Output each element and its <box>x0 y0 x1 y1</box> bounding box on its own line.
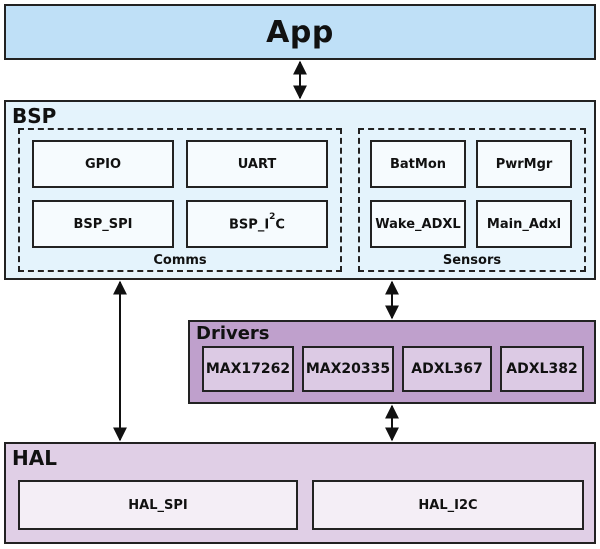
pwrmgr-module: PwrMgr <box>476 140 572 188</box>
app-title: App <box>266 14 334 50</box>
batmon-module: BatMon <box>370 140 466 188</box>
drivers-title: Drivers <box>196 323 270 344</box>
bsp-i2c-module: BSP_I2C <box>186 200 328 248</box>
adxl367-module: ADXL367 <box>402 346 492 392</box>
main-adxl-module: Main_Adxl <box>476 200 572 248</box>
bsp-i2c-label: BSP_I2C <box>229 212 285 233</box>
batmon-label: BatMon <box>389 156 447 172</box>
adxl367-label: ADXL367 <box>411 361 483 377</box>
bsp-title: BSP <box>12 104 57 128</box>
gpio-label: GPIO <box>84 156 122 172</box>
max17262-label: MAX17262 <box>205 361 291 377</box>
adxl382-label: ADXL382 <box>506 361 578 377</box>
drivers-layer: Drivers MAX17262 MAX20335 ADXL367 ADXL38… <box>188 320 596 404</box>
comms-label: Comms <box>153 253 207 268</box>
bsp-i2c-suffix: C <box>275 217 285 233</box>
sensors-label: Sensors <box>442 253 502 268</box>
gpio-module: GPIO <box>32 140 174 188</box>
pwrmgr-label: PwrMgr <box>495 156 553 172</box>
bsp-spi-label: BSP_SPI <box>73 216 133 232</box>
adxl382-module: ADXL382 <box>500 346 584 392</box>
hal-spi-label: HAL_SPI <box>128 497 188 513</box>
wake-adxl-label: Wake_ADXL <box>375 216 461 232</box>
max20335-module: MAX20335 <box>302 346 394 392</box>
hal-layer: HAL HAL_SPI HAL_I2C <box>4 442 596 544</box>
main-adxl-label: Main_Adxl <box>486 216 562 232</box>
bsp-i2c-prefix: BSP_I <box>229 217 270 233</box>
uart-module: UART <box>186 140 328 188</box>
bsp-layer: BSP GPIO UART BSP_SPI BSP_I2C Comms BatM… <box>4 100 596 280</box>
app-layer: App <box>4 4 596 60</box>
wake-adxl-module: Wake_ADXL <box>370 200 466 248</box>
max20335-label: MAX20335 <box>305 361 391 377</box>
hal-title: HAL <box>12 446 57 470</box>
hal-i2c-module: HAL_I2C <box>312 480 584 530</box>
uart-label: UART <box>237 156 277 172</box>
sensors-group: BatMon PwrMgr Wake_ADXL Main_Adxl Sensor… <box>358 128 586 272</box>
hal-spi-module: HAL_SPI <box>18 480 298 530</box>
bsp-spi-module: BSP_SPI <box>32 200 174 248</box>
bsp-i2c-superscript: 2 <box>269 211 276 222</box>
hal-i2c-label: HAL_I2C <box>418 497 478 513</box>
max17262-module: MAX17262 <box>202 346 294 392</box>
comms-group: GPIO UART BSP_SPI BSP_I2C Comms <box>18 128 342 272</box>
